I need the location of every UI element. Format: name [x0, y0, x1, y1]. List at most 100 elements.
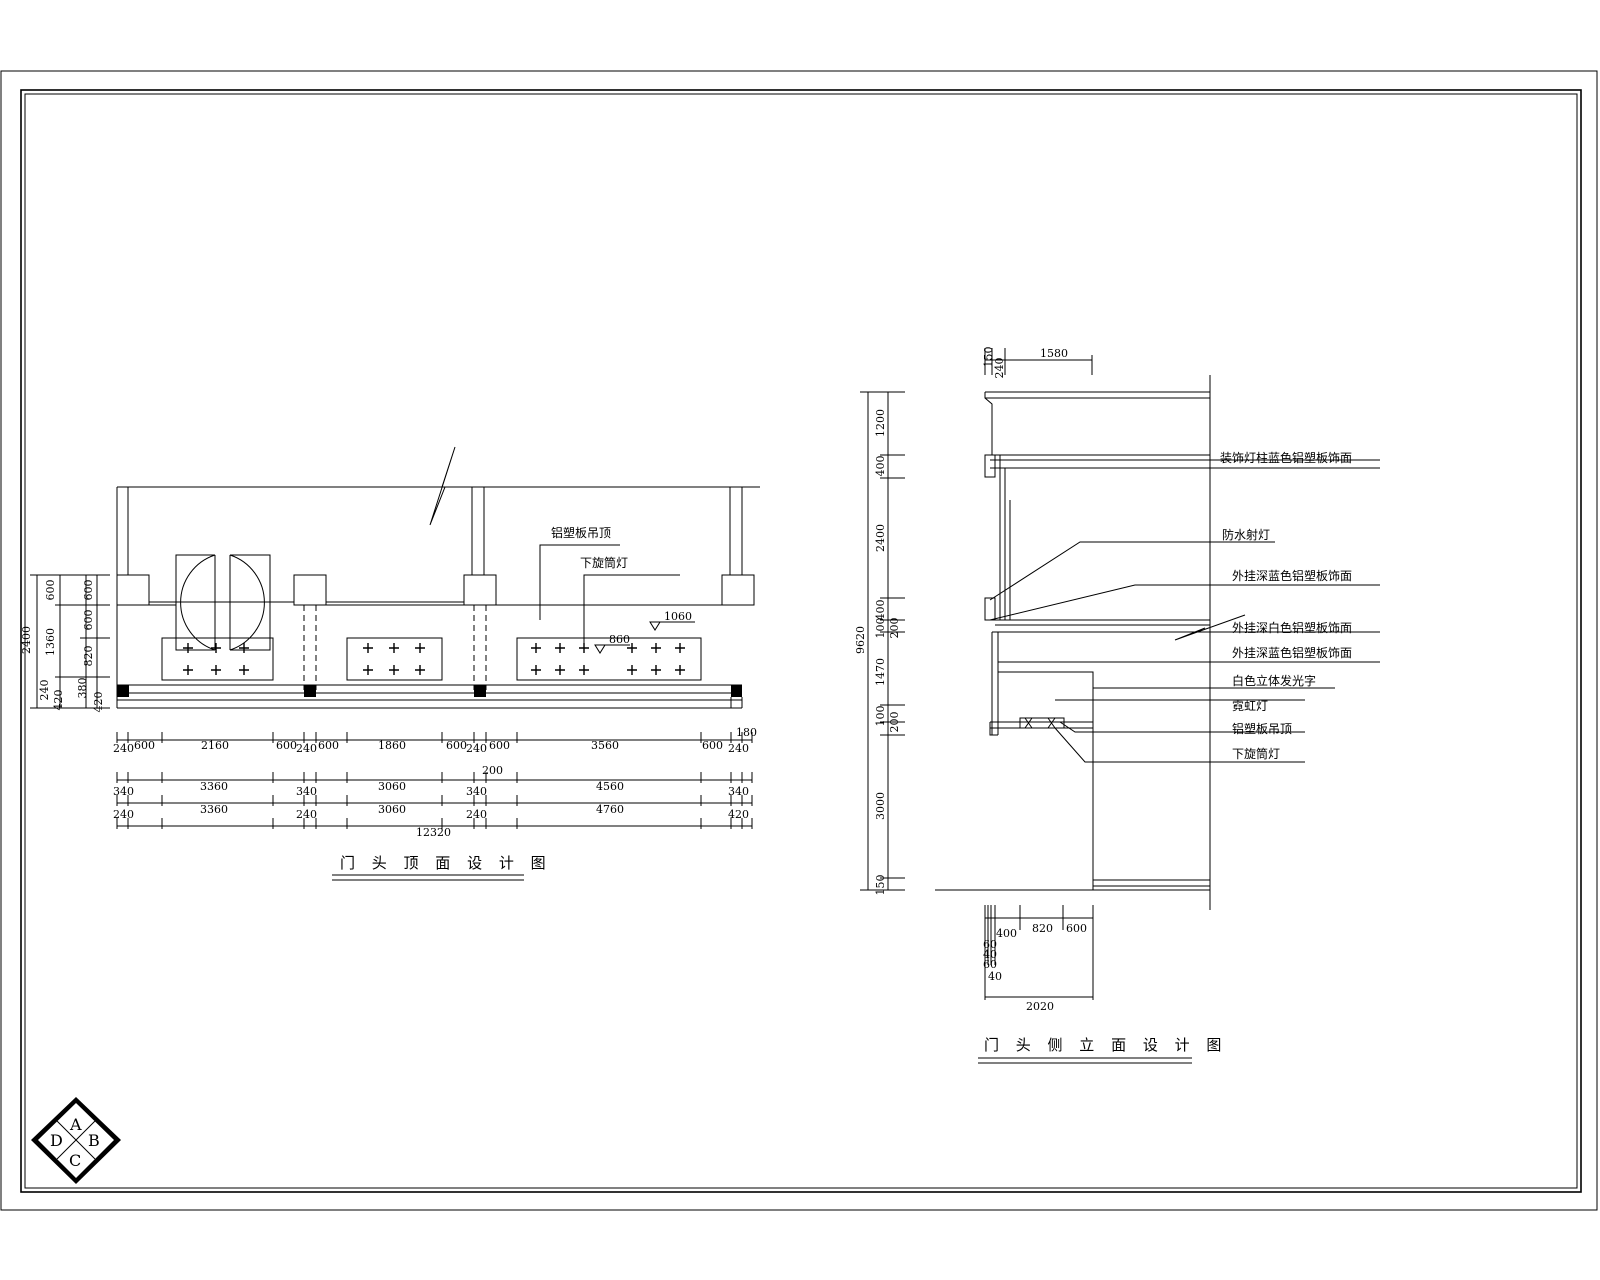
elev-dim-100a: 100 [874, 618, 887, 639]
note-ceiling: 铝塑板吊顶 [551, 525, 611, 540]
note-elev-7: 霓虹灯 [1232, 699, 1268, 713]
dim-left-420: 420 [52, 690, 65, 711]
dim-left-600a: 600 [44, 580, 57, 601]
downlight-mark [389, 643, 399, 653]
elev-dim-3000: 3000 [874, 792, 887, 820]
column-box-2 [293, 574, 327, 606]
light-panel-3 [516, 637, 702, 681]
downlight-mark [627, 643, 637, 653]
dim-r2-1: 3360 [200, 780, 228, 793]
downlight-mark [555, 665, 565, 675]
elev-dim-2400: 2400 [874, 524, 887, 552]
dimension-ticks [116, 732, 753, 829]
dim-r1-4: 240 [296, 742, 317, 755]
dim-r3-2: 240 [296, 808, 317, 821]
dim-r1-0: 240 [113, 742, 134, 755]
note-elev-5: 外挂深蓝色铝塑板饰面 [1232, 645, 1352, 660]
door-leaf-right [229, 554, 271, 651]
dim-r2-5: 4560 [596, 780, 624, 793]
side-elevation: 150 240 1580 [854, 347, 1380, 1064]
elev-dim-1200: 1200 [874, 409, 887, 437]
note-elev-6: 白色立体发光字 [1232, 673, 1316, 688]
downlight-mark [531, 665, 541, 675]
downlight-mark [675, 665, 685, 675]
logo-c: C [69, 1151, 81, 1170]
plan-top-break-line [117, 446, 760, 526]
downlight-mark [415, 665, 425, 675]
elev-dim-150: 150 [874, 875, 887, 896]
level-mark-1060 [649, 621, 661, 631]
elev-bot-60b: 60 [983, 958, 997, 971]
light-panel-2 [346, 637, 443, 681]
dim-r1-10: 3560 [591, 739, 619, 752]
level-1060: 1060 [664, 610, 692, 623]
light-panel-1 [161, 637, 274, 681]
column-box-4 [721, 574, 755, 606]
elev-dim-200b: 200 [888, 712, 901, 733]
downlight-mark [363, 665, 373, 675]
dim-r2-3: 3060 [378, 780, 406, 793]
elev-bot-600: 600 [1066, 922, 1087, 935]
outer-border [0, 70, 1598, 1211]
dim-r1-12: 240 [728, 742, 749, 755]
downlight-mark [415, 643, 425, 653]
downlight-mark [531, 643, 541, 653]
dim-r1-1: 600 [134, 739, 155, 752]
dim-r1-9: 600 [489, 739, 510, 752]
dim-r1-extra: 180 [736, 726, 757, 739]
dim-r1-11: 600 [702, 739, 723, 752]
inner-border [20, 89, 1582, 1193]
downlight-mark [239, 643, 249, 653]
downlight-marks [183, 643, 685, 675]
note-downlight: 下旋筒灯 [580, 555, 628, 570]
column-box-3 [463, 574, 497, 606]
elev-dim-100b: 100 [874, 706, 887, 727]
elev-bot-400: 400 [996, 927, 1017, 940]
note-elev-1: 装饰灯柱蓝色铝塑板饰面 [1220, 450, 1352, 465]
column-fill-4 [731, 685, 742, 697]
downlight-mark [675, 643, 685, 653]
downlight-box [1019, 717, 1065, 729]
elev-dim-400a: 400 [874, 456, 887, 477]
ceiling-plan: 铝塑板吊顶 下旋筒灯 1060 860 2400 600 1360 240 42… [20, 446, 760, 881]
note-elev-8: 铝塑板吊顶 [1232, 721, 1292, 736]
dim-left-600c: 600 [82, 610, 95, 631]
note-elev-9: 下旋筒灯 [1232, 746, 1280, 761]
dim-left-600b: 600 [82, 580, 95, 601]
elev-dim-9620: 9620 [854, 626, 867, 654]
dim-r2-0: 340 [113, 785, 134, 798]
level-mark-860 [594, 644, 606, 654]
column-box-1 [116, 574, 150, 606]
lamp-post-top [984, 454, 996, 478]
dim-r2-4: 340 [466, 785, 487, 798]
dim-r1-2: 2160 [201, 739, 229, 752]
dim-r2-2: 340 [296, 785, 317, 798]
elev-bot-60a: 60 [983, 938, 997, 951]
elev-bot-40b: 40 [988, 970, 1002, 983]
dim-r3-3: 3060 [378, 803, 406, 816]
downlight-mark [211, 665, 221, 675]
elev-top-150: 150 [982, 347, 995, 368]
downlight-mark [627, 665, 637, 675]
note-elev-3: 外挂深蓝色铝塑板饰面 [1232, 568, 1352, 583]
leader-downlight [583, 574, 680, 650]
elev-dim-1470: 1470 [874, 658, 887, 686]
dim-r1-under: 200 [482, 764, 503, 777]
dim-row-2: 340 3360 340 3060 340 4560 340 [113, 780, 749, 798]
level-860: 860 [609, 633, 630, 646]
elev-dim-200a: 200 [888, 618, 901, 639]
plan-title: 门 头 顶 面 设 计 图 [340, 854, 552, 872]
downlight-mark [183, 643, 193, 653]
dim-left-420b: 420 [92, 692, 105, 713]
elev-bot-40a: 40 [983, 948, 997, 961]
dim-r1-3: 600 [276, 739, 297, 752]
dim-left-820: 820 [82, 646, 95, 667]
downlight-mark [579, 665, 589, 675]
dim-r3-1: 3360 [200, 803, 228, 816]
elev-bot-2020: 2020 [1026, 1000, 1054, 1013]
dim-row-1: 240 600 2160 600 240 600 1860 600 240 60… [113, 726, 757, 777]
logo-a: A [69, 1115, 82, 1134]
downlight-mark [651, 665, 661, 675]
leader-ceiling [539, 544, 620, 620]
